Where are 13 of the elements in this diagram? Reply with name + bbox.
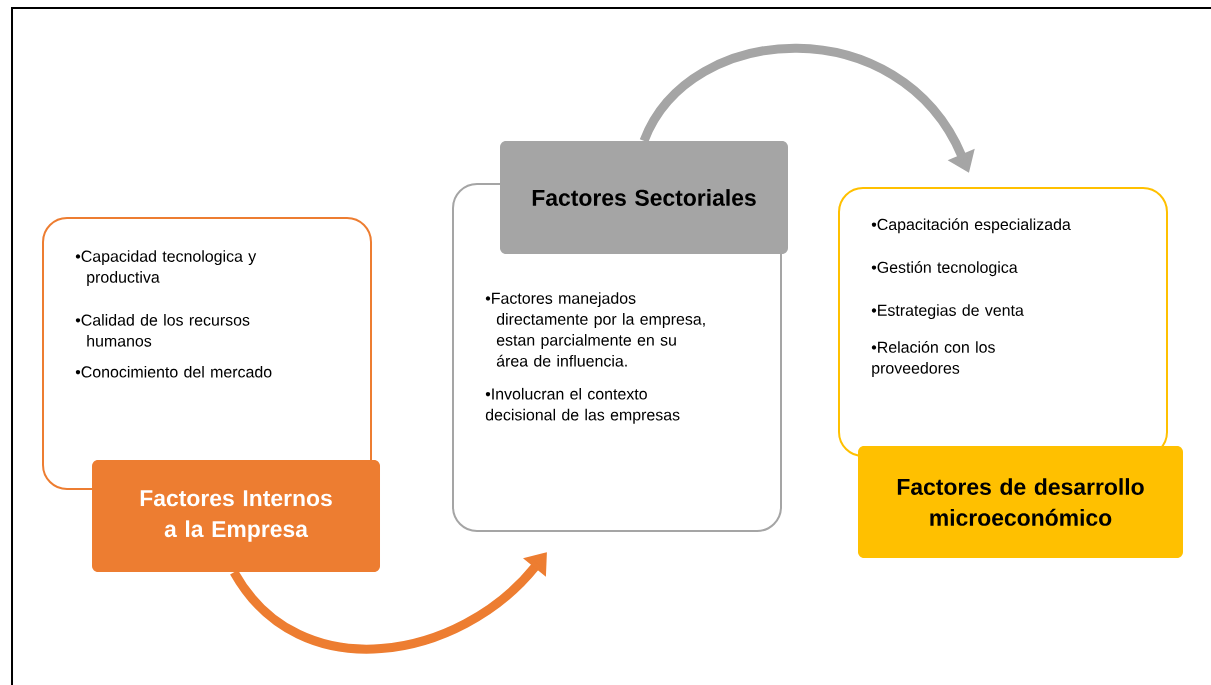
bullet-item: •Calidad de los recursos humanos — [75, 314, 250, 347]
bullet-item: •Factores manejados directamente por la empresa, estan parcialmente en su área de influencia. — [485, 292, 705, 367]
bullet-item: •Capacidad tecnologica y productiva — [75, 250, 257, 286]
title-box: Factores Internos a la Empresa — [92, 460, 380, 572]
title-box: Factores Sectoriales — [500, 141, 788, 254]
bullet-item: •Capacitación especializada — [871, 218, 1071, 234]
bullet-item: •Involucran el contexto decisional de las empresas — [485, 387, 680, 424]
bullet-item: •Gestión tecnologica — [871, 261, 1018, 277]
bullet-item: •Estrategias de venta — [871, 304, 1024, 320]
curved-arrow — [230, 552, 547, 654]
title-box: Factores de desarrollo microeconómico — [858, 446, 1183, 558]
bullet-item: •Conocimiento del mercado — [75, 365, 272, 378]
bullet-item: •Relación con los proveedores — [871, 340, 995, 377]
